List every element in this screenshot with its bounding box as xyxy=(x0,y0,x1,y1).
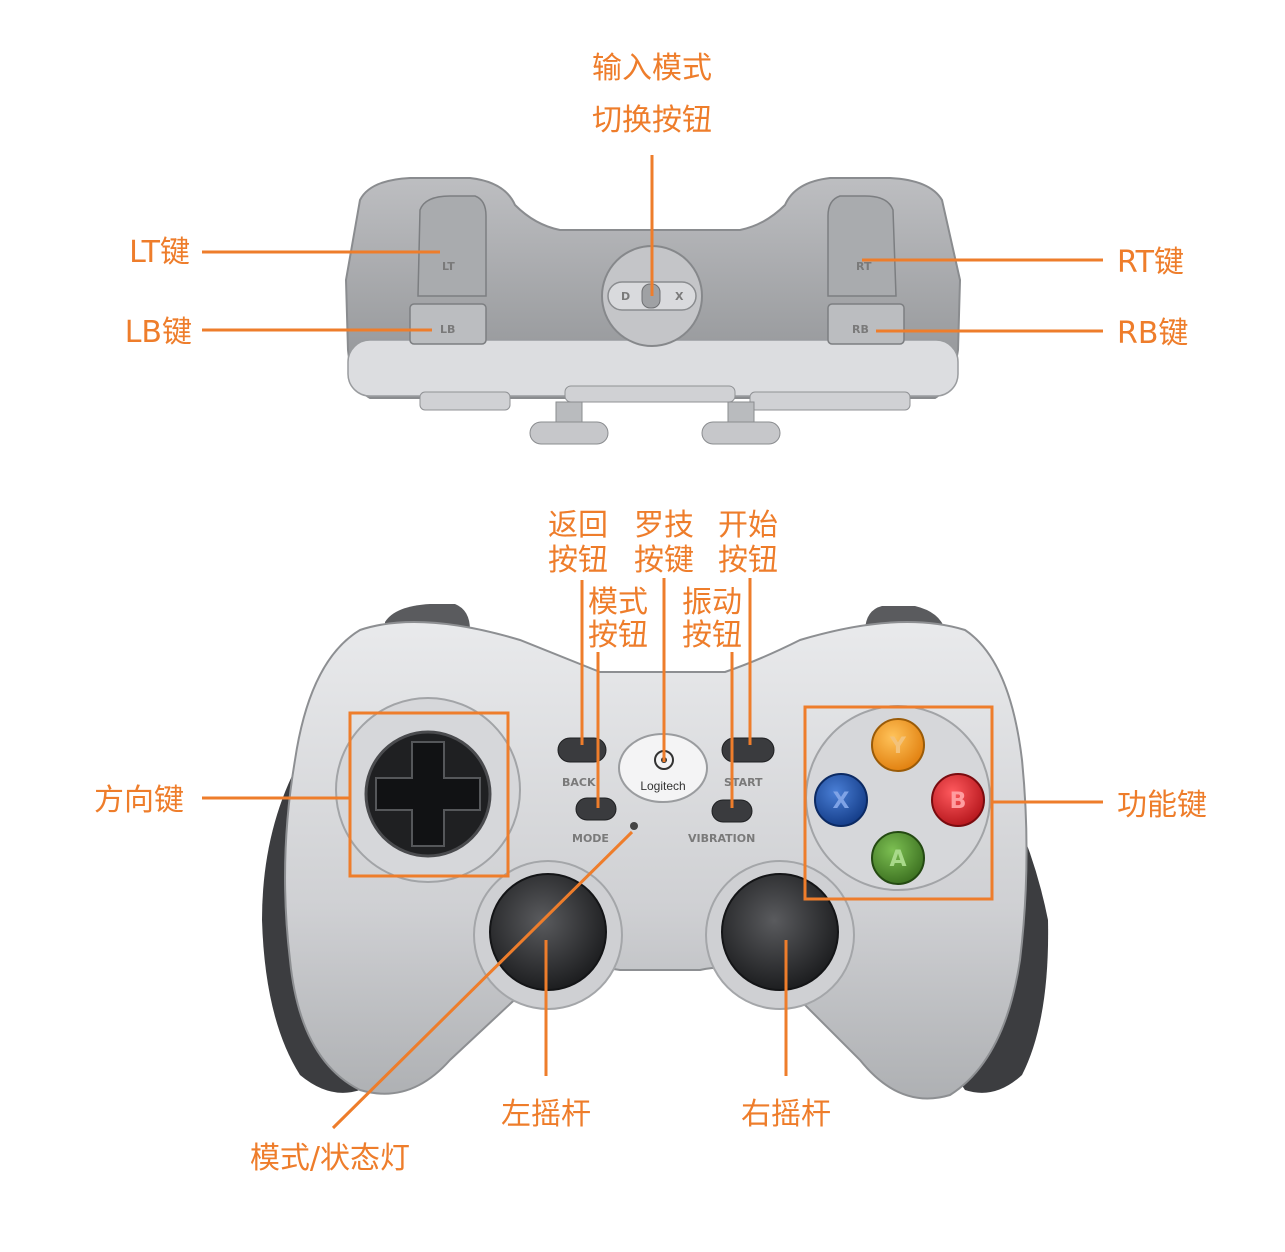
switch-letter-x: X xyxy=(675,290,684,303)
mode-label-line1: 模式 xyxy=(588,585,648,620)
left-stick-label: 左摇杆 xyxy=(501,1097,591,1132)
switch-letter-d: D xyxy=(621,290,630,303)
function-keys-label: 功能键 xyxy=(1117,788,1207,823)
right-stick-label: 右摇杆 xyxy=(741,1097,831,1132)
mode-switch-label-line2: 切换按钮 xyxy=(592,103,712,138)
rt-button[interactable] xyxy=(827,195,897,297)
mode-switch-label-line1: 输入模式 xyxy=(592,51,712,86)
top-face-buttons-center xyxy=(564,385,736,403)
button-a[interactable] xyxy=(871,831,925,885)
dpad[interactable] xyxy=(375,741,481,847)
status-light-leader xyxy=(331,830,634,1130)
back-button-cap: BACK xyxy=(562,776,596,789)
status-led xyxy=(630,822,638,830)
logitech-label-line2: 按键 xyxy=(634,543,694,578)
button-b[interactable] xyxy=(931,773,985,827)
logitech-label-line1: 罗技 xyxy=(634,508,694,543)
lt-button[interactable] xyxy=(417,195,487,297)
right-stick-top-cap xyxy=(701,421,781,445)
top-face-buttons-left xyxy=(419,391,511,411)
mode-button[interactable] xyxy=(575,797,617,821)
button-a-letter: A xyxy=(889,847,906,872)
lb-label: LB键 xyxy=(125,315,192,350)
lt-label: LT键 xyxy=(129,235,190,270)
button-y-letter: Y xyxy=(889,734,907,759)
top-face-buttons-right xyxy=(749,391,911,411)
button-x-letter: X xyxy=(833,789,850,814)
rb-button[interactable] xyxy=(827,303,905,345)
rb-label: RB键 xyxy=(1117,316,1188,351)
left-stick-top-stem xyxy=(555,401,583,425)
button-x[interactable] xyxy=(814,773,868,827)
vibration-button-cap: VIBRATION xyxy=(688,832,755,845)
lb-button[interactable] xyxy=(409,303,487,345)
button-b-letter: B xyxy=(950,789,967,814)
rb-button-cap: RB xyxy=(852,323,869,336)
logitech-logo-text: Logitech xyxy=(640,779,685,793)
start-label-line2: 按钮 xyxy=(718,543,778,578)
right-stick-top-stem xyxy=(727,401,755,425)
mode-label-line2: 按钮 xyxy=(588,618,648,653)
start-label-line1: 开始 xyxy=(718,508,778,543)
rt-label: RT键 xyxy=(1117,245,1184,280)
start-button[interactable] xyxy=(721,737,775,763)
button-y[interactable] xyxy=(871,718,925,772)
dpad-highlight-box xyxy=(348,711,510,878)
dpad-label: 方向键 xyxy=(94,783,184,818)
controller-front-view: BACK MODE START VIBRATION Logitech Y X B… xyxy=(262,604,1049,1100)
back-label-line2: 按钮 xyxy=(548,543,608,578)
back-label-line1: 返回 xyxy=(548,508,608,543)
right-stick[interactable] xyxy=(721,873,839,991)
rt-button-cap: RT xyxy=(856,260,872,273)
left-stick-top-cap xyxy=(529,421,609,445)
lt-button-cap: LT xyxy=(442,260,455,273)
mode-button-cap: MODE xyxy=(572,832,609,845)
vibration-label-line1: 振动 xyxy=(682,585,742,620)
left-stick[interactable] xyxy=(489,873,607,991)
vibration-label-line2: 按钮 xyxy=(682,618,742,653)
status-light-label: 模式/状态灯 xyxy=(250,1141,410,1176)
lb-button-cap: LB xyxy=(440,323,455,336)
start-button-cap: START xyxy=(724,776,763,789)
